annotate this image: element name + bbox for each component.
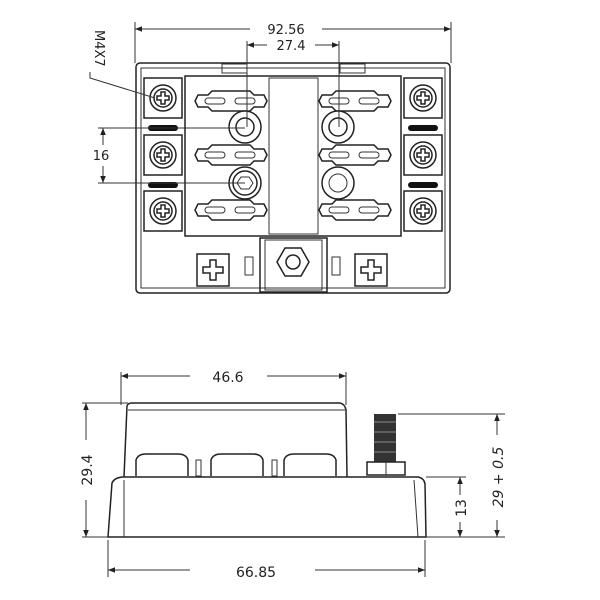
dim-cover-width: 46.6 <box>212 370 243 386</box>
top-view: 92.56 27.4 16 M4X7 <box>89 22 452 294</box>
dim-base-width: 66.85 <box>236 565 276 581</box>
dim-overall-height: 29.4 <box>80 454 96 485</box>
dim-overall-width: 92.56 <box>267 23 304 38</box>
screw-leader-line <box>89 72 156 99</box>
screw-spec-label: M4X7 <box>91 30 106 67</box>
terminal-plus-icon <box>354 253 388 287</box>
center-strip <box>268 77 319 235</box>
dim-base-height: 13 <box>454 499 470 517</box>
dim-stud-height: 29 + 0.5 <box>491 447 507 508</box>
top-body-outline <box>135 62 451 294</box>
side-base <box>107 476 427 538</box>
terminal-plus-icon <box>196 253 230 287</box>
nut-icon <box>276 247 310 277</box>
stud-bolt <box>374 414 396 462</box>
side-view: 46.6 29.4 13 29 + 0.5 66.85 <box>80 370 507 581</box>
dim-fuse-pitch-horizontal: 27.4 <box>277 39 306 54</box>
fuse-slot-icon <box>194 90 392 221</box>
dim-fuse-pitch-vertical: 16 <box>93 149 110 164</box>
separator-bars <box>148 125 438 188</box>
screw-icon <box>143 77 443 232</box>
side-cover <box>123 402 348 478</box>
fuse-panel <box>184 75 402 237</box>
fuse-side-profiles <box>135 453 337 477</box>
stud-housing <box>259 237 328 293</box>
